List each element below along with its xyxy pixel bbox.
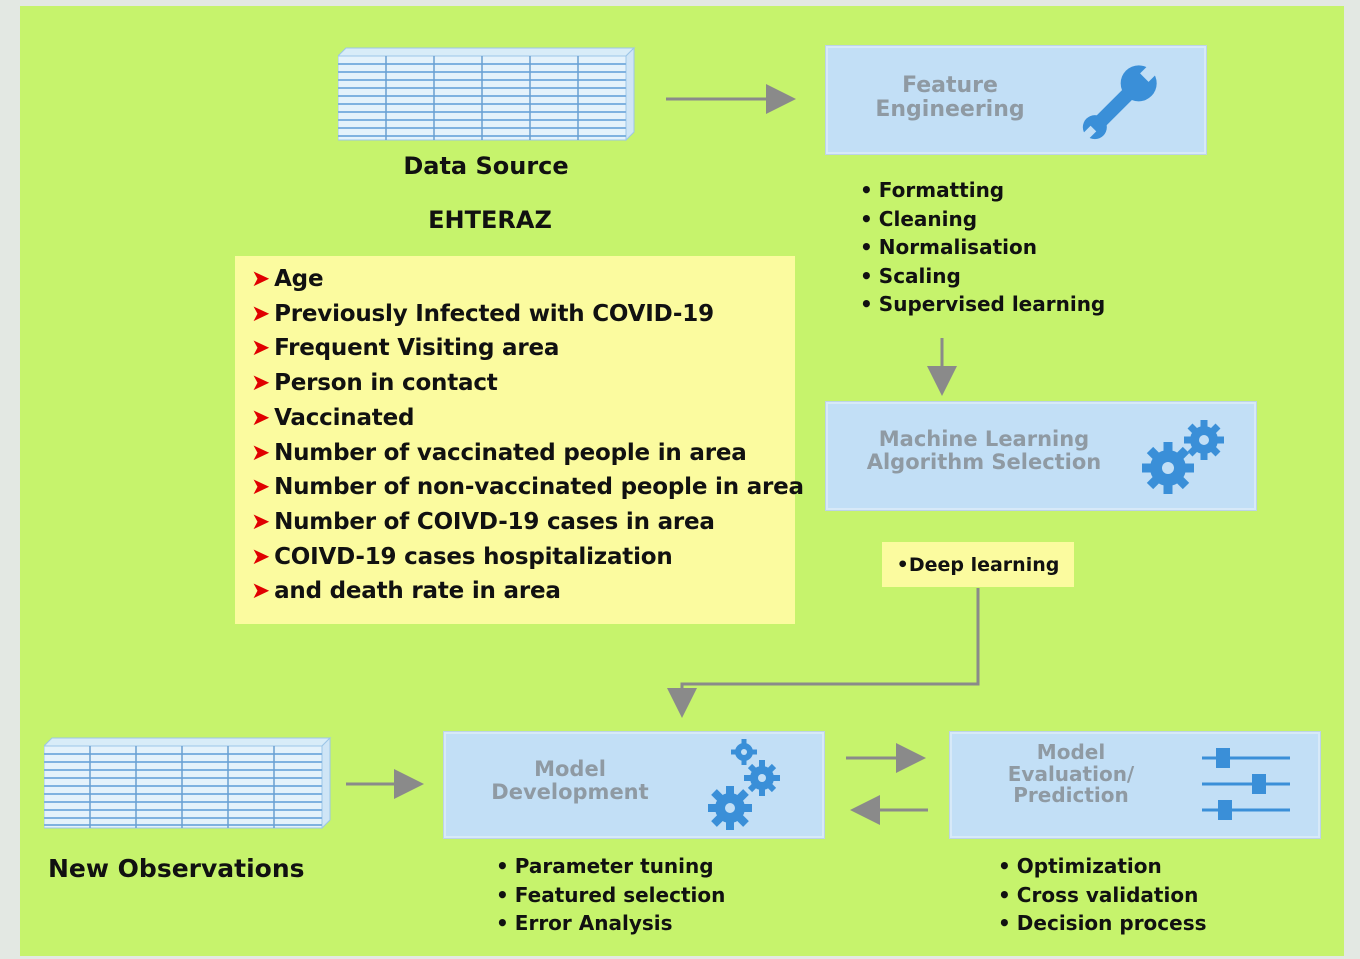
arrow-algorithm-to-development: [667, 588, 980, 718]
attribute-item: ➤Age: [251, 266, 324, 292]
algorithm-selection-title: Machine Learning Algorithm Selection: [866, 427, 1102, 474]
step-item: Cleaning: [860, 205, 1105, 234]
arrow-bullet-icon: ➤: [251, 335, 271, 362]
arrow-bullet-icon: ➤: [251, 370, 271, 397]
attribute-item: ➤Number of COIVD-19 cases in area: [251, 508, 715, 535]
new-observations-title: New Observations: [48, 854, 305, 883]
wrench-icon: [1082, 63, 1159, 140]
step-item: Supervised learning: [860, 290, 1105, 319]
model-evaluation-box: Model Evaluation/ Prediction: [950, 732, 1320, 838]
arrow-bullet-icon: ➤: [251, 300, 271, 327]
step-item: Normalisation: [860, 233, 1105, 262]
step-item: Formatting: [860, 176, 1105, 205]
data-table-icon: [338, 46, 636, 142]
arrow-bullet-icon: ➤: [251, 508, 271, 535]
attribute-item: ➤and death rate in area: [251, 578, 561, 605]
attribute-list: ➤Age ➤Previously Infected with COVID-19 …: [235, 256, 804, 609]
gears-icon: [1142, 420, 1224, 494]
step-item: Parameter tuning: [496, 852, 725, 881]
model-development-title: Model Development: [491, 757, 649, 804]
attribute-item: ➤Frequent Visiting area: [251, 335, 560, 362]
model-evaluation-title: Model Evaluation/ Prediction: [1007, 740, 1135, 808]
step-item: Error Analysis: [496, 909, 725, 938]
attribute-item: ➤COIVD-19 cases hospitalization: [251, 543, 673, 570]
sliders-icon: [1202, 748, 1290, 820]
gears-icon: [708, 739, 780, 830]
feature-engineering-steps: Formatting Cleaning Normalisation Scalin…: [860, 176, 1105, 319]
arrow-bullet-icon: ➤: [251, 578, 271, 605]
arrow-bullet-icon: ➤: [251, 404, 271, 431]
attribute-item: ➤Person in contact: [251, 370, 498, 397]
step-item: Decision process: [998, 909, 1207, 938]
data-source-title: Data Source: [403, 152, 569, 180]
step-item: Featured selection: [496, 881, 726, 910]
attribute-item: ➤Vaccinated: [251, 404, 415, 431]
arrow-bullet-icon: ➤: [251, 266, 271, 292]
attribute-item: ➤Number of non-vaccinated people in area: [251, 474, 804, 501]
step-item: Scaling: [860, 262, 1105, 291]
arrow-bullet-icon: ➤: [251, 474, 271, 501]
step-item: Optimization: [998, 852, 1207, 881]
feature-engineering-title: Feature Engineering: [875, 73, 1025, 122]
step-item: Cross validation: [998, 881, 1207, 910]
feature-engineering-box: Feature Engineering: [826, 46, 1206, 154]
connector-arrows: [346, 84, 980, 825]
algorithm-selection-box: Machine Learning Algorithm Selection: [826, 402, 1256, 510]
deep-learning-note: Deep learning: [882, 542, 1074, 587]
model-evaluation-steps: Optimization Cross validation Decision p…: [998, 852, 1207, 938]
arrow-bullet-icon: ➤: [251, 439, 271, 466]
attributes-box: ➤Age ➤Previously Infected with COVID-19 …: [235, 256, 804, 624]
observations-table-icon: [44, 736, 332, 830]
attribute-item: ➤Number of vaccinated people in area: [251, 439, 747, 466]
model-development-steps: Parameter tuning Featured selection Erro…: [496, 852, 726, 938]
data-source-subtitle: EHTERAZ: [428, 206, 552, 234]
model-development-box: Model Development: [444, 732, 824, 838]
arrow-bullet-icon: ➤: [251, 543, 271, 570]
diagram-canvas: Data Source EHTERAZ ➤Age ➤Previously Inf…: [20, 6, 1344, 956]
attribute-item: ➤Previously Infected with COVID-19: [251, 300, 714, 327]
